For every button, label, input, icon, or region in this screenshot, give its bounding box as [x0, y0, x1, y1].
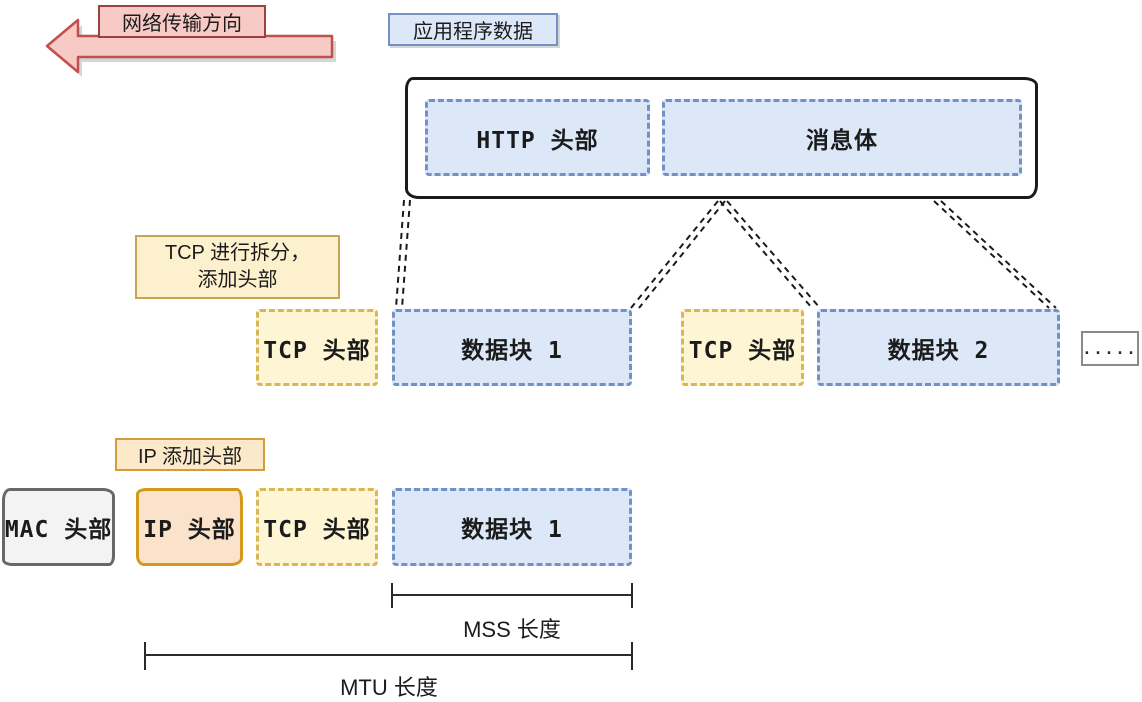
- tcp-split-note: TCP 进行拆分， 添加头部: [135, 235, 340, 299]
- mss-length-label: MSS 长度: [463, 617, 561, 642]
- transmission-direction-label: 网络传输方向: [98, 5, 266, 38]
- split-connector-lines: [395, 199, 1057, 309]
- application-data-box: HTTP 头部 消息体: [405, 77, 1038, 199]
- data-chunk-1-bottom-block: 数据块 1: [392, 488, 632, 566]
- connector-mid-left-a: [630, 200, 719, 309]
- mtu-ruler: [144, 642, 633, 670]
- more-segments-ellipsis: .....: [1081, 331, 1139, 366]
- left-arrow-body: [45, 18, 334, 74]
- tcp-header-block-1: TCP 头部: [256, 309, 378, 386]
- application-data-label: 应用程序数据: [388, 13, 558, 46]
- connector-mid-left-b: [638, 200, 726, 309]
- mtu-length-label: MTU 长度: [340, 675, 438, 700]
- ip-header-block: IP 头部: [136, 488, 243, 566]
- connector-left-b: [401, 199, 411, 309]
- connector-right-b: [940, 200, 1057, 309]
- tcp-split-note-line2: 添加头部: [197, 269, 278, 291]
- connector-left-a: [395, 199, 405, 309]
- data-chunk-1-block: 数据块 1: [392, 309, 632, 386]
- connector-mid-right-a: [719, 200, 813, 309]
- connector-mid-right-b: [726, 200, 821, 309]
- tcp-header-block-2: TCP 头部: [681, 309, 804, 386]
- ip-add-header-note: IP 添加头部: [115, 438, 265, 471]
- tcp-header-block-3: TCP 头部: [256, 488, 378, 566]
- left-arrow-icon: [45, 18, 336, 77]
- connector-right-a: [933, 200, 1050, 309]
- tcp-split-note-line1: TCP 进行拆分，: [164, 242, 311, 264]
- mac-header-block: MAC 头部: [2, 488, 115, 566]
- mss-ruler: [391, 583, 633, 608]
- http-header-block: HTTP 头部: [425, 99, 650, 176]
- message-body-block: 消息体: [662, 99, 1022, 176]
- data-chunk-2-block: 数据块 2: [817, 309, 1060, 386]
